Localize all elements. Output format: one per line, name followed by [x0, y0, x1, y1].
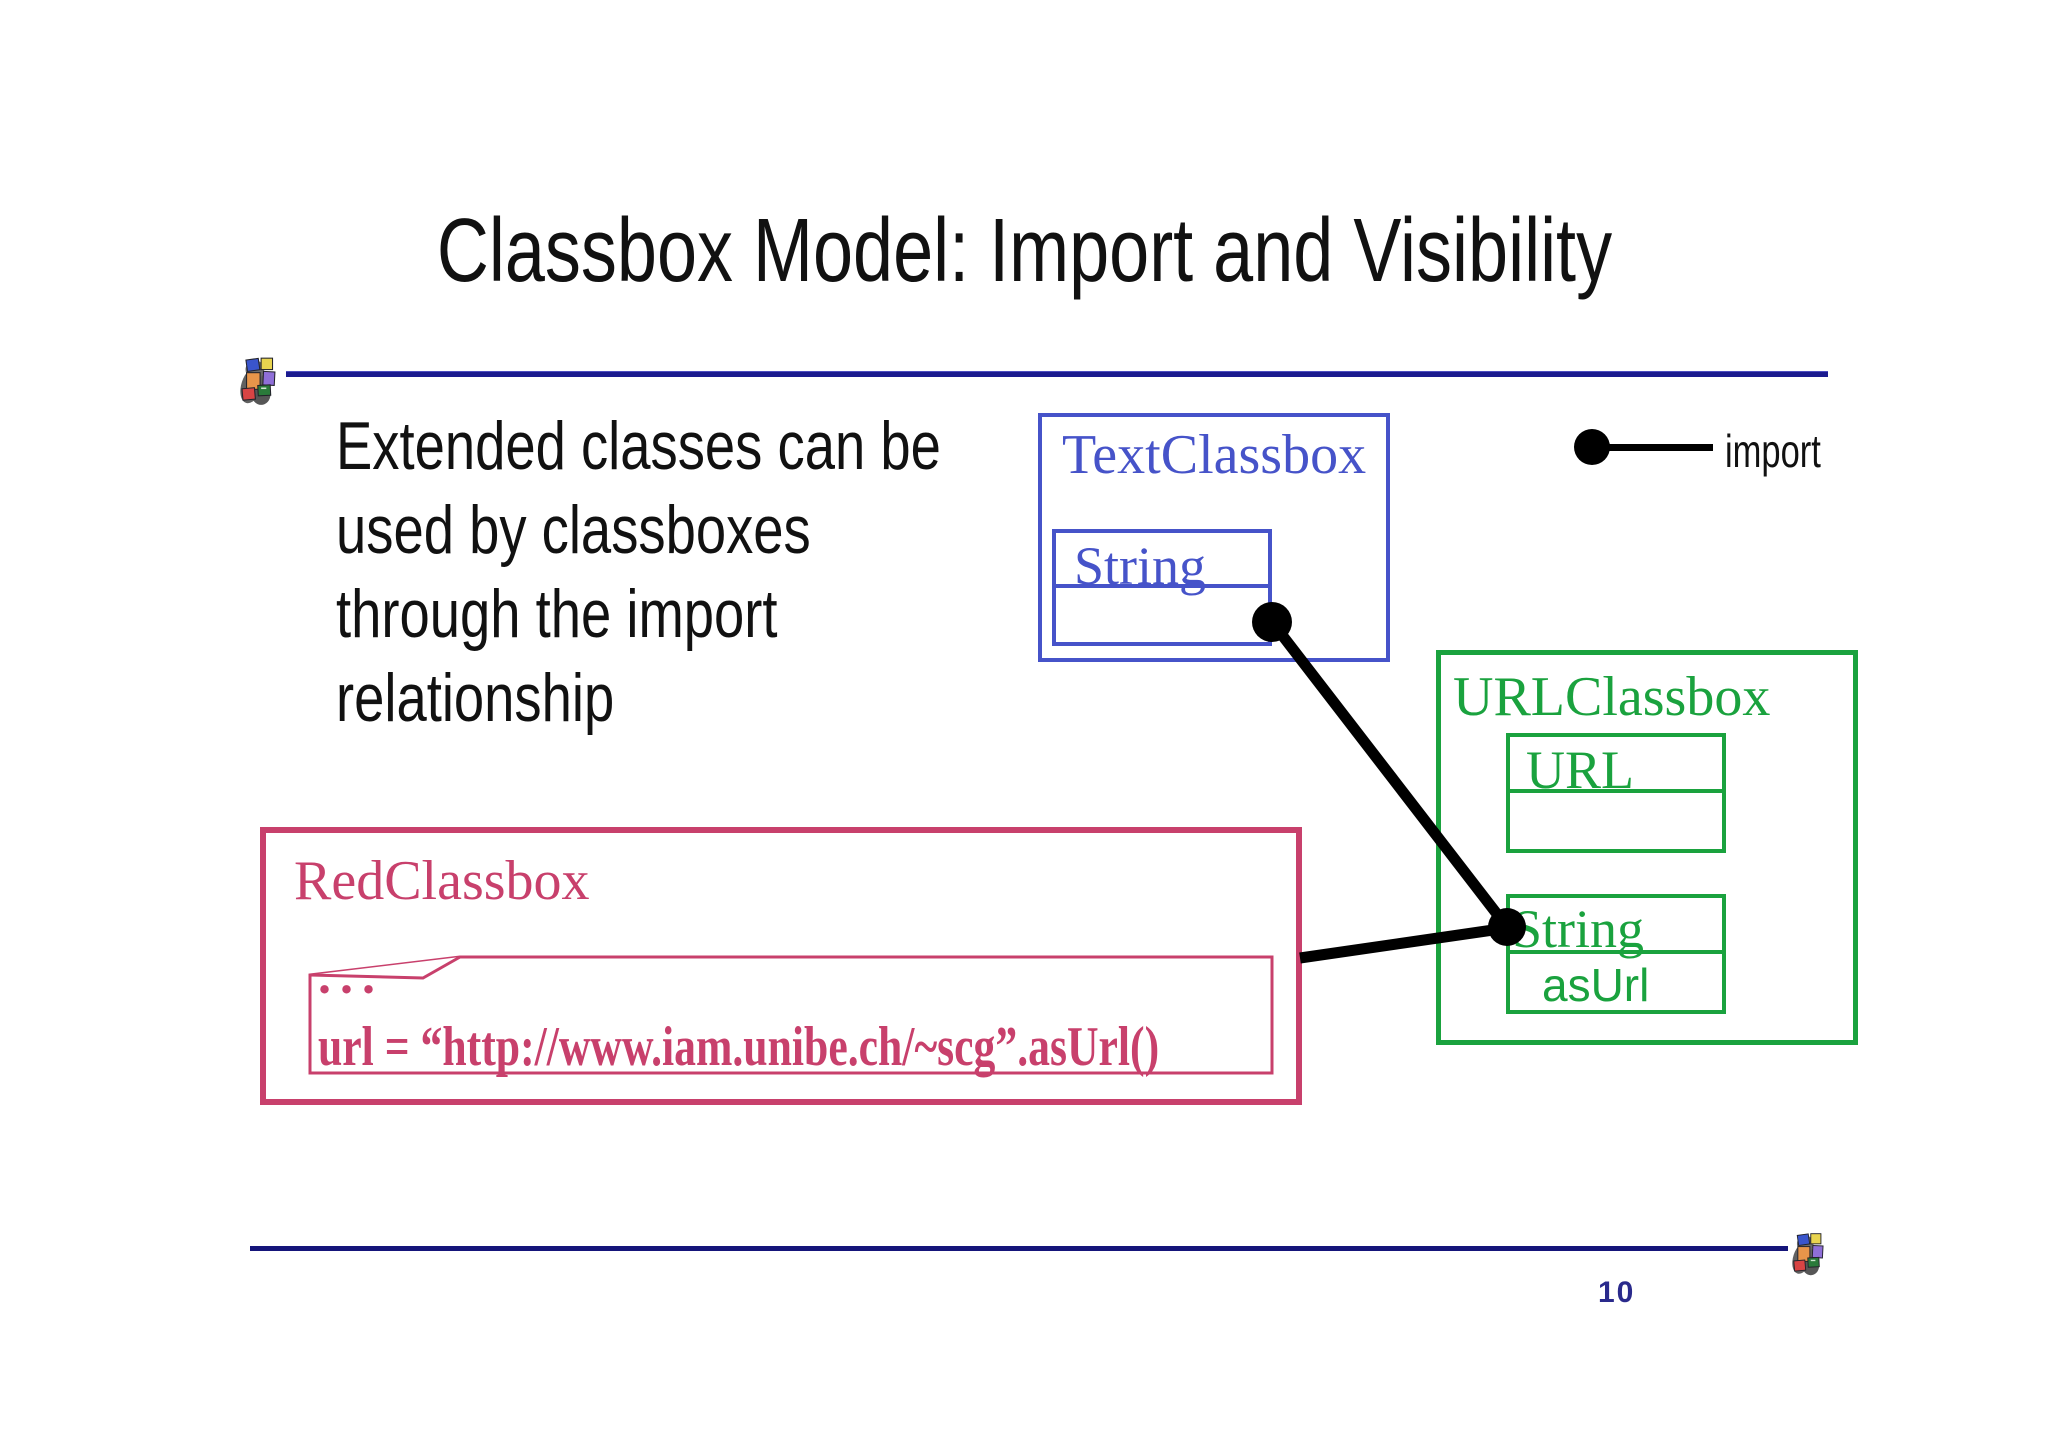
url-class-label: URL: [1526, 740, 1634, 800]
cubes-logo-icon: [1792, 1233, 1824, 1276]
body-line: through the import: [336, 576, 778, 652]
code-note-box: [308, 955, 1274, 1075]
string-class-name-compartment-green: String: [1510, 898, 1722, 959]
cubes-logo-icon: [240, 357, 276, 405]
url-class-name-compartment: URL: [1510, 737, 1722, 800]
code-ellipsis: ...: [318, 948, 384, 1005]
import-line-icon: [1592, 444, 1713, 451]
url-class-box: URL: [1506, 733, 1726, 853]
url-classbox: URLClassbox URL String asUrl: [1436, 650, 1858, 1045]
string-class-box-green: String asUrl: [1506, 894, 1726, 1014]
string-class-box: String: [1052, 529, 1272, 646]
body-line: relationship: [336, 660, 615, 736]
bottom-divider-rule: [250, 1246, 1788, 1251]
body-text: Extended classes can be used by classbox…: [336, 404, 1056, 740]
body-line: used by classboxes: [336, 492, 811, 568]
page-number: 10: [1598, 1276, 1636, 1309]
top-divider-rule: [286, 371, 1828, 377]
red-classbox-title: RedClassbox: [294, 850, 590, 912]
string-class-label: String: [1074, 536, 1207, 596]
red-classbox: RedClassbox ... url = “http://www.iam.un…: [260, 827, 1302, 1105]
text-classbox: TextClassbox String: [1038, 413, 1390, 662]
code-text: url = “http://www.iam.unibe.ch/~scg”.asU…: [318, 1016, 1160, 1078]
text-classbox-title: TextClassbox: [1062, 424, 1367, 486]
url-classbox-title: URLClassbox: [1453, 666, 1771, 728]
legend-import-label: import: [1725, 425, 1821, 477]
page-title-row: Classbox Model: Import and Visibility: [0, 200, 2048, 303]
body-line: Extended classes can be: [336, 408, 941, 484]
string-class-name-compartment: String: [1056, 533, 1268, 596]
as-url-method-label: asUrl: [1542, 959, 1650, 1011]
page-title: Classbox Model: Import and Visibility: [436, 201, 1612, 301]
string-class-label-green: String: [1512, 899, 1645, 959]
